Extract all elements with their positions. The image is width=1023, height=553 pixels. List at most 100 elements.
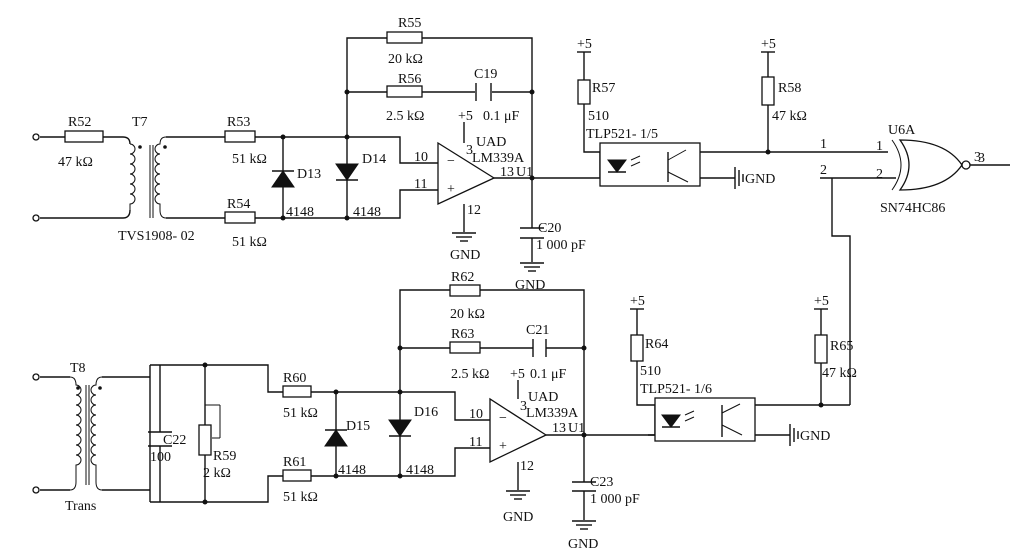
t7-part: TVS1908- 02 xyxy=(118,229,195,244)
r56-value: 2.5 kΩ xyxy=(386,109,424,124)
resistor-r63 xyxy=(449,341,481,354)
r57-ref: R57 xyxy=(592,81,615,96)
potentiometer-r59 xyxy=(198,404,221,456)
opamp-pin-10: 10 xyxy=(469,407,483,422)
r62-ref: R62 xyxy=(451,270,474,285)
r52-ref: R52 xyxy=(68,115,91,130)
r65-ref: R65 xyxy=(830,339,853,354)
resistor-r56 xyxy=(386,85,423,98)
r63-value: 2.5 kΩ xyxy=(451,367,489,382)
diode-d16 xyxy=(388,419,412,437)
d16-ref: D16 xyxy=(414,405,438,420)
opamp-name: UAD xyxy=(476,135,506,150)
r62-value: 20 kΩ xyxy=(450,307,485,322)
d14-ref: D14 xyxy=(362,152,386,167)
ground-symbol xyxy=(506,490,530,500)
r52-value: 47 kΩ xyxy=(58,155,93,170)
r55-value: 20 kΩ xyxy=(388,52,423,67)
c22-value: 100 xyxy=(150,450,171,465)
input-terminal xyxy=(32,133,40,141)
opamp-pin-12: 12 xyxy=(520,459,534,474)
ground-symbol xyxy=(452,232,476,242)
opamp-name: UAD xyxy=(528,390,558,405)
c20-ref: C20 xyxy=(538,221,561,236)
r58-value: 47 kΩ xyxy=(772,109,807,124)
c23-value: 1 000 pF xyxy=(590,492,640,507)
lower-supply: +5 xyxy=(510,367,525,382)
diode-d13 xyxy=(271,170,295,188)
transformer-t7 xyxy=(129,136,167,219)
capacitor-c23 xyxy=(572,481,596,530)
opamp-gnd-label: GND xyxy=(450,248,480,263)
opamp-pin-3: 3 xyxy=(466,143,473,158)
r59-ref: R59 xyxy=(213,449,236,464)
capacitor-c21 xyxy=(532,339,547,357)
optocoupler-upper xyxy=(599,142,701,187)
t8-ref: T8 xyxy=(70,361,86,376)
r61-value: 51 kΩ xyxy=(283,490,318,505)
opto-gnd: GND xyxy=(800,429,830,444)
r64-ref: R64 xyxy=(645,337,668,352)
r59-value: 2 kΩ xyxy=(203,466,231,481)
r57-value: 510 xyxy=(588,109,609,124)
r64-supply: +5 xyxy=(630,294,645,309)
opamp-pin-13: 13 xyxy=(552,421,566,436)
transformer-t8 xyxy=(69,376,103,491)
r60-value: 51 kΩ xyxy=(283,406,318,421)
input-terminal xyxy=(32,373,40,381)
opamp-unit: U1 xyxy=(568,421,585,436)
opamp-pin-10: 10 xyxy=(414,150,428,165)
opamp-pin-11: 11 xyxy=(414,177,427,192)
opamp-pin-11: 11 xyxy=(469,435,482,450)
c21-ref: C21 xyxy=(526,323,549,338)
d13-part: 4148 xyxy=(286,205,314,220)
opto-part: TLP521- 1/5 xyxy=(586,127,658,142)
upper-supply: +5 xyxy=(458,109,473,124)
r57-supply: +5 xyxy=(577,37,592,52)
opamp-plus: + xyxy=(499,439,507,454)
r54-value: 51 kΩ xyxy=(232,235,267,250)
c19-ref: C19 xyxy=(474,67,497,82)
capacitor-c20 xyxy=(520,227,544,272)
capacitor-c22 xyxy=(148,431,172,447)
resistor-r58 xyxy=(761,76,775,106)
resistor-r61 xyxy=(282,469,312,482)
r64-value: 510 xyxy=(640,364,661,379)
u6a-pin-3: 3 xyxy=(974,150,981,165)
input-terminal xyxy=(32,486,40,494)
upper-channel: R52 47 kΩ T7 TVS1908- 02 R53 51 kΩ R54 5… xyxy=(32,16,888,293)
r56-ref: R56 xyxy=(398,72,421,87)
r54-ref: R54 xyxy=(227,197,250,212)
c20-value: 1 000 pF xyxy=(536,238,586,253)
net-1: 1 xyxy=(820,137,827,152)
lower-channel: T8 Trans C22 100 R59 2 kΩ R60 51 kΩ R61 … xyxy=(32,270,857,552)
r55-ref: R55 xyxy=(398,16,421,31)
ground-symbol xyxy=(789,424,799,446)
r58-supply: +5 xyxy=(761,37,776,52)
r61-ref: R61 xyxy=(283,455,306,470)
resistor-r64 xyxy=(630,334,644,362)
xor-gate-u6a xyxy=(762,139,1010,406)
opamp-plus: + xyxy=(447,182,455,197)
c21-value: 0.1 μF xyxy=(530,367,567,382)
upper-junctions xyxy=(280,89,535,221)
resistor-r54 xyxy=(224,211,256,224)
r53-ref: R53 xyxy=(227,115,250,130)
resistor-r53 xyxy=(224,130,256,143)
opamp-part: LM339A xyxy=(526,406,579,421)
d16-part: 4148 xyxy=(406,463,434,478)
c22-ref: C22 xyxy=(163,433,186,448)
resistor-r62 xyxy=(449,284,481,297)
opamp-minus: − xyxy=(499,411,507,426)
resistor-r57 xyxy=(577,79,591,105)
d13-ref: D13 xyxy=(297,167,321,182)
t8-part: Trans xyxy=(65,499,96,514)
u6a-pin-2: 2 xyxy=(876,167,883,182)
resistor-r60 xyxy=(282,385,312,398)
opamp-minus: − xyxy=(447,154,455,169)
t7-ref: T7 xyxy=(132,115,148,130)
r60-ref: R60 xyxy=(283,371,306,386)
resistor-r52 xyxy=(64,130,104,143)
net-2: 2 xyxy=(820,163,827,178)
